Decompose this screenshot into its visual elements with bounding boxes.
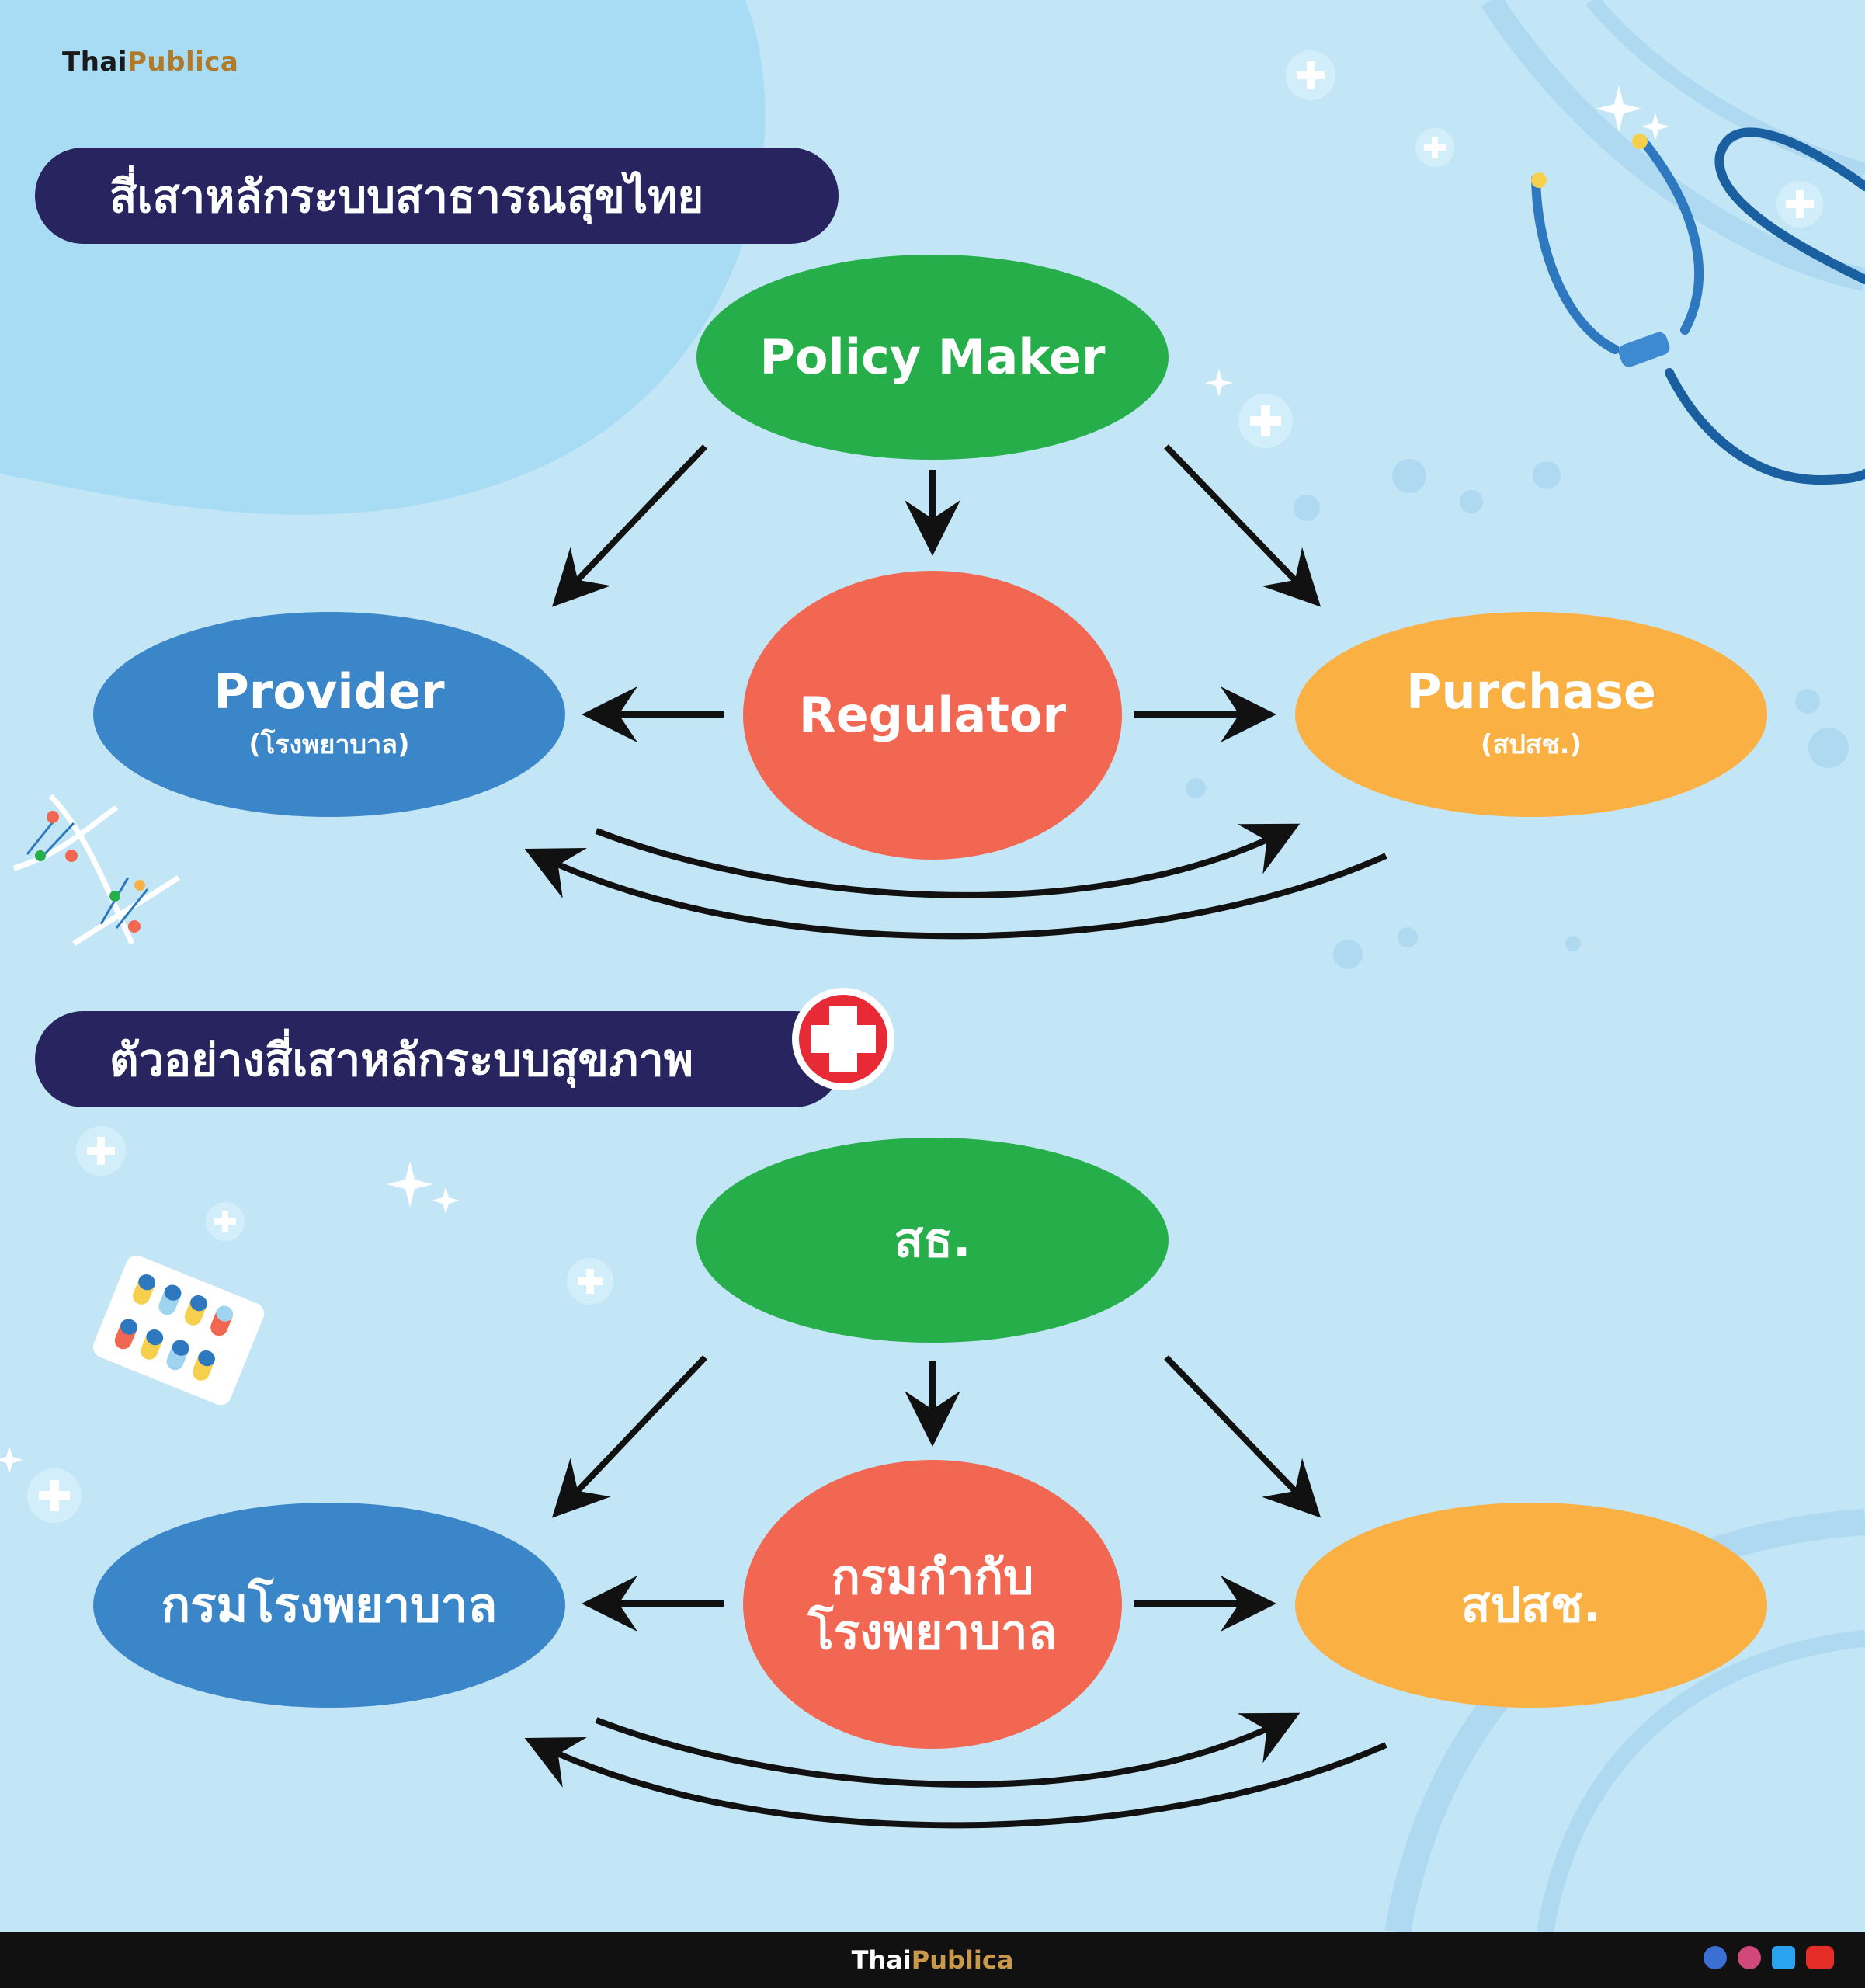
first-aid-cross-icon <box>792 988 894 1090</box>
social-icons <box>1704 1946 1834 1969</box>
brand-logo-part2: Publica <box>127 47 239 78</box>
brand-logo: ThaiPublica <box>62 47 238 78</box>
background-blob <box>0 0 766 515</box>
arrow-provider-to-purchase <box>595 823 1301 898</box>
node-hospital-regulation: กรมกำกับ โรงพยาบาล <box>743 1460 1122 1749</box>
footer-brand-part2: Publica <box>911 1945 1014 1975</box>
node-nhso: สปสช. <box>1295 1503 1767 1708</box>
youtube-icon[interactable] <box>1806 1946 1834 1969</box>
node-provider-label: Provider <box>214 663 445 721</box>
node-moph-label: สธ. <box>894 1211 971 1269</box>
stethoscope-icon <box>1531 127 1865 485</box>
facebook-icon[interactable] <box>1704 1946 1727 1969</box>
node-nhso-label: สปสช. <box>1460 1576 1602 1634</box>
node-hospital-dept: กรมโรงพยาบาล <box>93 1503 565 1708</box>
node-policy-maker-label: Policy Maker <box>759 328 1106 386</box>
arrow-purchase-to-provider <box>524 847 1387 940</box>
node-moph: สธ. <box>696 1138 1169 1343</box>
twitter-icon[interactable] <box>1772 1946 1795 1969</box>
arrow-nhso-to-hospital-dept <box>524 1736 1387 1829</box>
dna-icon <box>13 794 180 946</box>
arrow-hospital-dept-to-nhso <box>595 1712 1301 1788</box>
arrow-policy-to-purchase <box>1164 444 1321 607</box>
footer-bar: ThaiPublica <box>0 1932 1865 1988</box>
arrow-moph-to-nhso <box>1164 1355 1321 1518</box>
section2-title: ตัวอย่างสี่เสาหลักระบบสุขภาพ <box>109 1033 694 1086</box>
instagram-icon[interactable] <box>1738 1946 1761 1969</box>
node-policy-maker: Policy Maker <box>696 255 1169 460</box>
pill-pack-icon <box>92 1255 265 1406</box>
node-hospital-regulation-label: กรมกำกับ โรงพยาบาล <box>807 1548 1058 1660</box>
node-purchase: Purchase (สปสช.) <box>1295 612 1767 817</box>
brand-logo-part1: Thai <box>62 47 127 78</box>
arrow-moph-to-hospital-dept <box>551 1355 707 1518</box>
node-provider: Provider (โรงพยาบาล) <box>93 612 565 817</box>
arrow-policy-to-provider <box>551 444 707 607</box>
plus-badges <box>27 50 1823 1523</box>
section2-title-banner: ตัวอย่างสี่เสาหลักระบบสุขภาพ <box>35 1011 842 1107</box>
footer-brand-part1: Thai <box>851 1945 912 1975</box>
section1-title: สี่เสาหลักระบบสาธารณสุขไทย <box>109 169 704 223</box>
node-regulator: Regulator <box>743 571 1122 860</box>
section1-title-banner: สี่เสาหลักระบบสาธารณสุขไทย <box>35 148 839 244</box>
sparkles <box>0 85 1669 1474</box>
node-regulator-label: Regulator <box>798 686 1067 744</box>
footer-brand: ThaiPublica <box>852 1945 1014 1975</box>
node-purchase-sub: (สปสช.) <box>1480 728 1582 760</box>
node-provider-sub: (โรงพยาบาล) <box>248 728 410 760</box>
node-hospital-dept-label: กรมโรงพยาบาล <box>161 1576 498 1634</box>
node-purchase-label: Purchase <box>1406 663 1656 721</box>
